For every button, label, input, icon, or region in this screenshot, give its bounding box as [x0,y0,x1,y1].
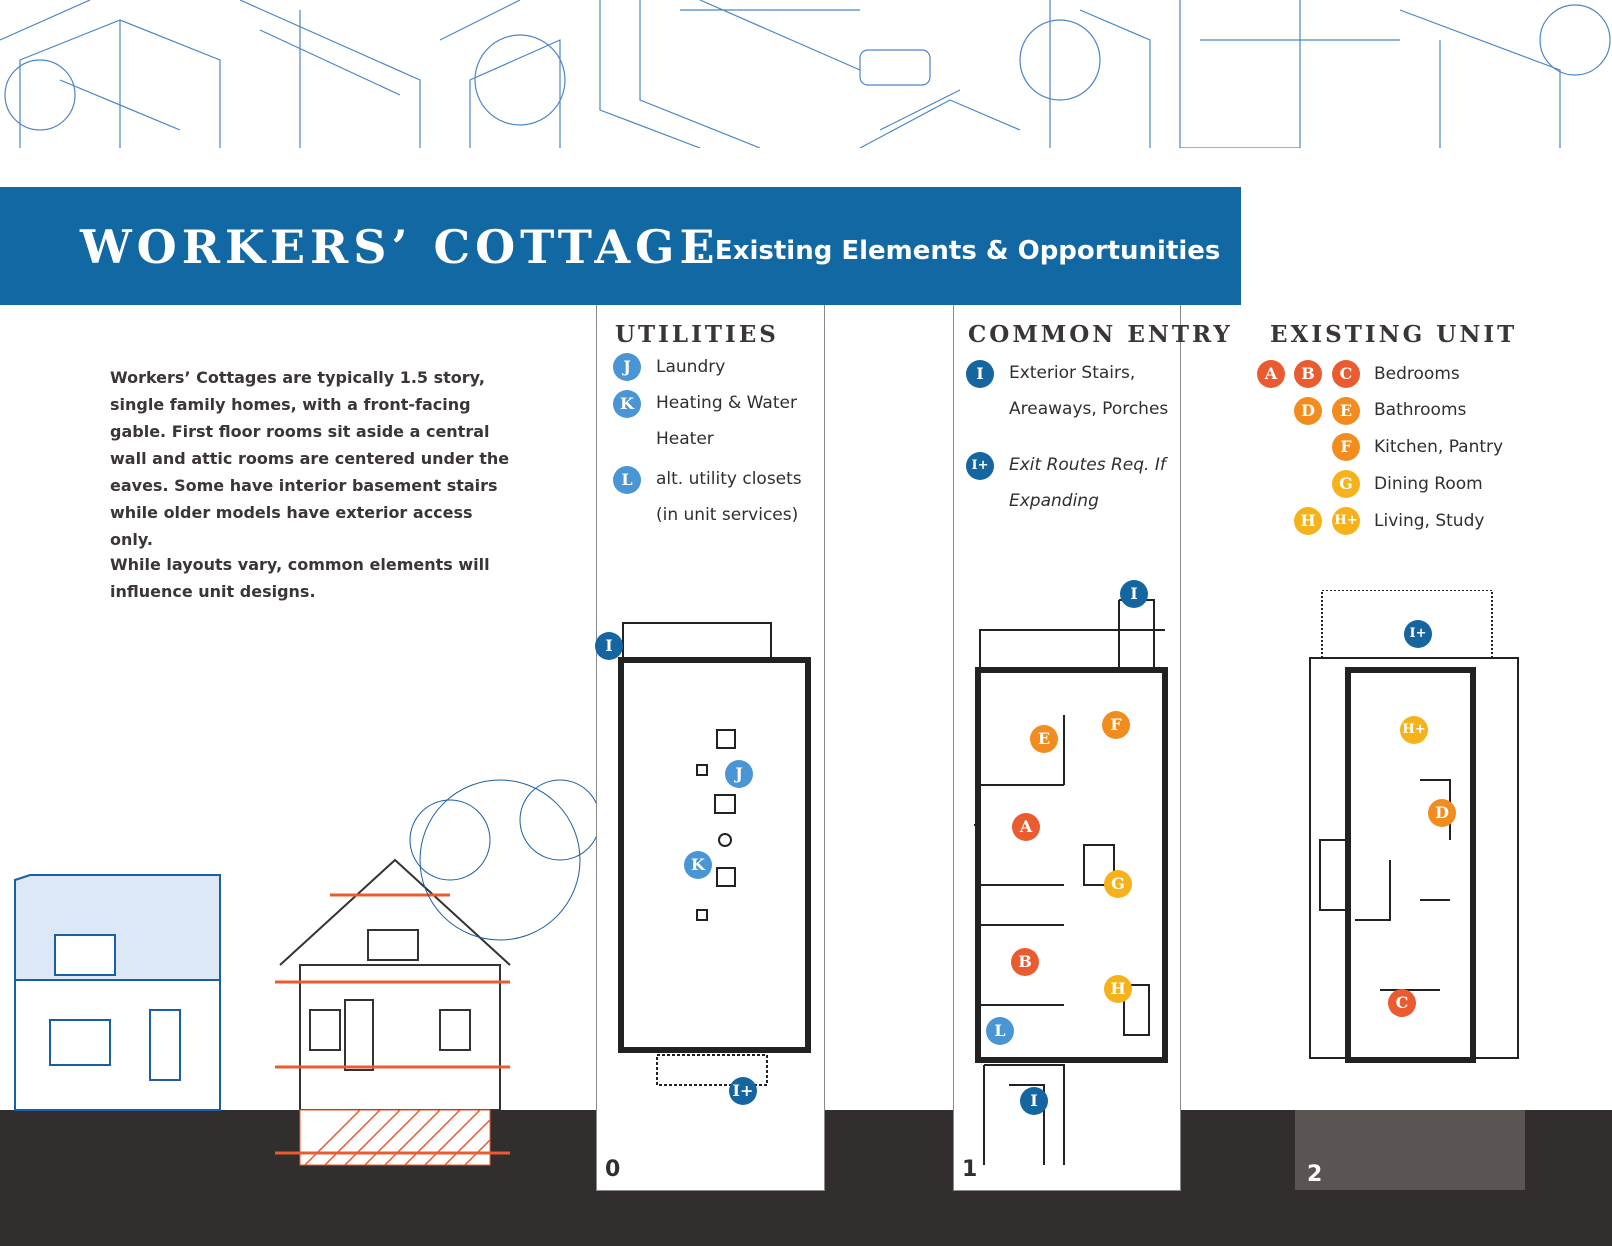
isometric-streetscape-illustration [0,0,1611,148]
floor-2-label-box [1295,1110,1525,1190]
legend-living: Living, Study [1374,511,1485,531]
marker-g: G [1104,870,1132,898]
marker-c-plan: C [1388,989,1416,1017]
legend-bedrooms: Bedrooms [1374,364,1460,384]
marker-e: E [1030,725,1058,753]
page-subtitle: . Existing Elements & Opportunities [696,236,1221,266]
second-floor-plan [1309,590,1519,1063]
legend-marker-c: C [1332,360,1360,388]
legend-heating: Heating & Water Heater [656,393,797,449]
marker-i-plus-unit: I+ [1404,620,1432,648]
intro-paragraph-1: Workers’ Cottages are typically 1.5 stor… [110,368,510,549]
page-title: WORKERS’ COTTAGE [80,220,720,274]
legend-bathrooms: Bathrooms [1374,400,1467,420]
marker-b: B [1011,948,1039,976]
marker-i-rear: I [1120,580,1148,608]
marker-i-legend: I [966,360,994,388]
legend-dining: Dining Room [1374,474,1483,494]
marker-k-plan: K [684,851,712,879]
marker-i: I [595,632,623,660]
title-banner [0,187,1241,305]
floor-number-1: 1 [962,1157,978,1182]
utilities-heading: UTILITIES [615,321,779,348]
marker-l-plan: L [986,1017,1014,1045]
floor-number-2: 2 [1307,1162,1323,1187]
marker-i-plus-legend: I+ [966,452,994,480]
legend-marker-h: H [1294,507,1322,535]
legend-marker-h-plus: H+ [1332,507,1360,535]
legend-laundry: Laundry [656,357,726,377]
marker-k: K [613,390,641,418]
marker-j: J [613,353,641,381]
marker-j-plan: J [725,760,753,788]
legend-exit-routes: Exit Routes Req. If Expanding [1009,455,1166,511]
marker-d-plan: D [1428,799,1456,827]
legend-marker-b: B [1294,360,1322,388]
legend-exterior-stairs: Exterior Stairs, Areaways, Porches [1009,363,1169,419]
marker-a: A [1012,813,1040,841]
legend-marker-a: A [1257,360,1285,388]
marker-f: F [1102,711,1130,739]
legend-utility-closets: alt. utility closets (in unit services) [656,469,802,525]
existing-unit-heading: EXISTING UNIT [1270,321,1518,348]
marker-i-plus: I+ [729,1077,757,1105]
marker-i-front: I [1020,1087,1048,1115]
legend-marker-f: F [1332,433,1360,461]
common-entry-heading: COMMON ENTRY [968,321,1233,348]
floor-number-0: 0 [605,1157,621,1182]
legend-marker-d: D [1294,397,1322,425]
utilities-panel: UTILITIES J Laundry K Heating & Water He… [595,305,825,1191]
legend-marker-g: G [1332,470,1360,498]
marker-h: H [1104,975,1132,1003]
legend-kitchen: Kitchen, Pantry [1374,437,1504,457]
first-floor-plan [974,599,1168,1165]
intro-paragraph-2: While layouts vary, common elements will… [110,555,490,601]
basement-floor-plan [618,622,811,1086]
marker-l: L [613,466,641,494]
street-elevation-illustration [14,779,600,1166]
marker-h-plus-plan: H+ [1400,716,1428,744]
common-entry-panel: COMMON ENTRY I Exterior Stairs, Areaways… [953,305,1230,1191]
legend-marker-e: E [1332,397,1360,425]
